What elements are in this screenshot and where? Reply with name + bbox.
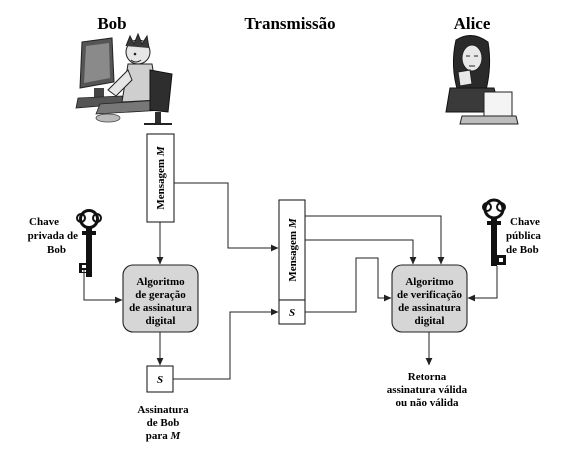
arrow-public-key-to-verify xyxy=(467,266,498,302)
verify-algo-line1: Algoritmo xyxy=(405,276,454,288)
verify-algo-line4: digital xyxy=(415,315,445,327)
transmitted-message-label: Mensagem M xyxy=(287,217,299,281)
verify-algo-line3: de assinatura xyxy=(398,302,461,314)
result-line2: assinatura válida xyxy=(387,384,468,396)
private-key-label-line1: Chave xyxy=(29,216,59,228)
arrow-signature-to-transmission xyxy=(173,308,279,380)
transmitted-signature-var: S xyxy=(289,307,295,319)
transmitted-signature-box xyxy=(278,299,306,325)
bob-signature-var: S xyxy=(157,374,163,386)
bob-message-box xyxy=(146,133,175,223)
private-key-label-line2: privada de xyxy=(28,230,79,242)
public-key-label-line3: de Bob xyxy=(506,244,539,256)
transmitted-message-box xyxy=(278,199,306,301)
signature-caption-line1: Assinatura xyxy=(137,404,189,416)
private-key-label-line3: Bob xyxy=(47,244,66,256)
sign-algo-line3: de assinatura xyxy=(129,302,192,314)
flow-arrows xyxy=(83,182,498,380)
verify-algo-line2: de verificação xyxy=(397,289,463,301)
public-key-label-line2: pública xyxy=(506,230,541,242)
result-line1: Retorna xyxy=(408,371,447,383)
sign-algo-line2: de geração xyxy=(135,289,186,301)
sign-algo-line4: digital xyxy=(146,315,176,327)
arrow-signature-to-verify xyxy=(305,257,392,313)
transmission-header: Transmissão xyxy=(244,14,335,33)
arrow-private-key-to-sign xyxy=(83,270,123,304)
key-icon xyxy=(482,198,506,266)
person-with-laptop-icon xyxy=(445,35,519,125)
public-key-label-line1: Chave xyxy=(510,216,540,228)
arrow-message-to-verify-b xyxy=(305,239,417,265)
person-at-computer-icon xyxy=(75,32,173,125)
arrow-message-to-transmission xyxy=(174,182,279,252)
result-line3: ou não válida xyxy=(396,397,459,409)
bob-message-label: Mensagem M xyxy=(155,145,167,209)
bob-header: Bob xyxy=(97,14,126,33)
key-icon xyxy=(76,209,102,277)
arrow-message-to-verify-a xyxy=(305,215,445,265)
signature-caption-line3: para M xyxy=(146,430,182,442)
signature-caption-line2: de Bob xyxy=(147,417,180,429)
sign-algo-line1: Algoritmo xyxy=(136,276,185,288)
alice-header: Alice xyxy=(454,14,491,33)
bob-signature-box xyxy=(146,365,174,393)
